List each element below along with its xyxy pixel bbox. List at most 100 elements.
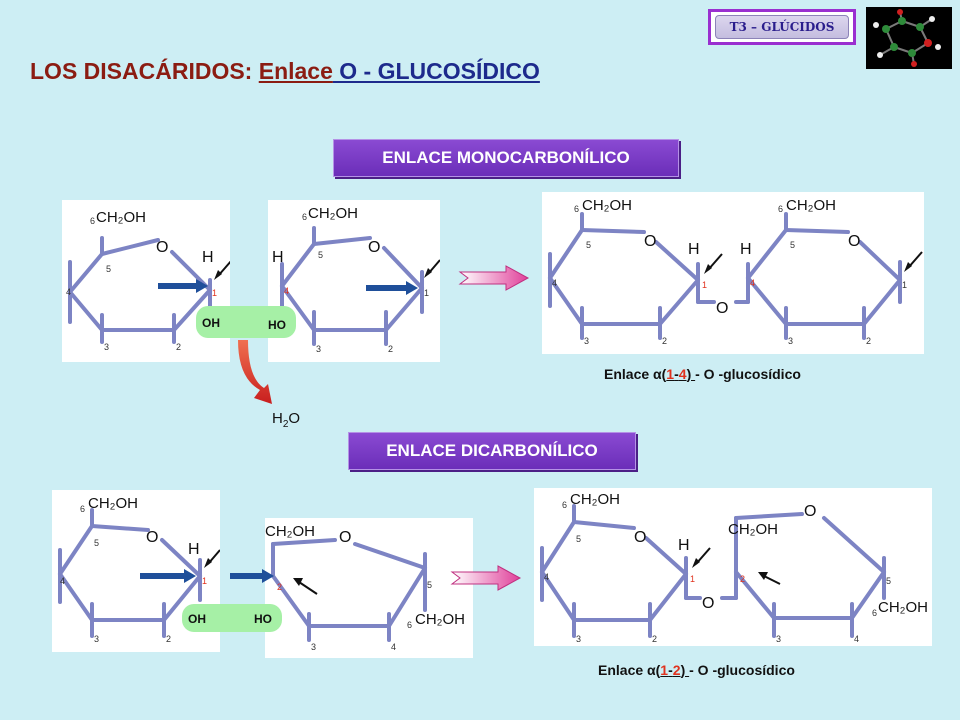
svg-text:O: O (368, 239, 380, 256)
reaction-groups-bottom: OH HO (182, 604, 282, 632)
section-monocarbonilico: ENLACE MONOCARBONÍLICO (333, 139, 679, 177)
molecule-logo-icon (873, 9, 941, 67)
svg-text:6: 6 (80, 504, 85, 514)
water-label: H2O (272, 410, 301, 430)
disaccharide-product-top: CH₂OH 6 O H 5 4 3 2 1 O H 4 CH₂OH 6 O 5 … (542, 192, 924, 354)
svg-text:5: 5 (427, 580, 432, 590)
topic-badge: T3 – GLÚCIDOS (708, 9, 856, 45)
svg-text:2: 2 (740, 574, 745, 584)
svg-text:4: 4 (60, 576, 65, 586)
title-part2: O - GLUCOSÍDICO (332, 58, 540, 84)
svg-text:O: O (156, 239, 168, 256)
svg-text:2: 2 (662, 336, 667, 346)
svg-text:3: 3 (584, 336, 589, 346)
svg-text:5: 5 (318, 250, 323, 260)
svg-text:H: H (678, 537, 690, 554)
disaccharide-product-bottom: CH₂OH 6 O H 5 4 3 2 1 O CH₂OH O 2 5 3 4 … (534, 488, 932, 646)
svg-text:4: 4 (544, 572, 549, 582)
hydroxyl-label-oh: OH (202, 316, 220, 330)
svg-text:2: 2 (166, 634, 171, 644)
hydroxyl-label-ho: HO (268, 318, 286, 332)
reaction-arrow-icon (458, 265, 530, 291)
svg-text:5: 5 (94, 538, 99, 548)
svg-text:CH₂OH: CH₂OH (786, 197, 836, 214)
svg-text:2: 2 (277, 582, 282, 592)
section-dicarbonilico-label: ENLACE DICARBONÍLICO (386, 441, 598, 460)
blue-arrow-icon (230, 569, 274, 583)
svg-text:H: H (272, 249, 284, 266)
section-dicarbonilico: ENLACE DICARBONÍLICO (348, 432, 636, 470)
svg-text:1: 1 (702, 280, 707, 290)
svg-text:6: 6 (872, 608, 877, 618)
svg-text:1: 1 (202, 576, 207, 586)
svg-text:CH₂OH: CH₂OH (570, 491, 620, 508)
title-part1: Enlace (258, 58, 333, 84)
molecule-logo (866, 7, 952, 69)
svg-text:5: 5 (586, 240, 591, 250)
svg-text:1: 1 (902, 280, 907, 290)
svg-text:4: 4 (66, 287, 71, 297)
svg-text:CH₂OH: CH₂OH (88, 495, 138, 512)
bond-arrow-fructose (228, 568, 276, 584)
svg-text:3: 3 (576, 634, 581, 644)
hydroxyl-label-ho-bottom: HO (254, 612, 272, 626)
svg-text:CH₂OH: CH₂OH (308, 205, 358, 222)
svg-text:O: O (634, 529, 646, 546)
svg-text:O: O (644, 233, 656, 250)
svg-text:2: 2 (176, 342, 181, 352)
svg-text:6: 6 (90, 216, 95, 226)
svg-text:6: 6 (302, 212, 307, 222)
title-prefix: LOS DISACÁRIDOS: (30, 58, 259, 84)
reaction-groups-top: OH HO (196, 306, 296, 338)
svg-text:2: 2 (652, 634, 657, 644)
glucose-2-structure: CH₂OH 6 O H 5 4 3 2 1 (272, 205, 441, 354)
svg-text:4: 4 (391, 642, 396, 652)
curved-arrow-icon (238, 340, 272, 404)
svg-text:6: 6 (574, 204, 579, 214)
reaction-arrow-icon (450, 565, 522, 591)
fructose-structure: CH₂OH O 2 5 3 4 6 CH₂OH (265, 523, 465, 652)
svg-text:CH₂OH: CH₂OH (415, 611, 465, 628)
svg-text:O: O (702, 595, 714, 612)
svg-text:H: H (688, 241, 700, 258)
svg-text:O: O (716, 300, 728, 317)
glucose-molecule-2: CH₂OH 6 O H 5 4 3 2 1 (268, 200, 441, 362)
water-release-arrow (234, 338, 274, 414)
fructose-molecule: CH₂OH O 2 5 3 4 6 CH₂OH (265, 518, 473, 658)
svg-text:O: O (848, 233, 860, 250)
svg-text:CH₂OH: CH₂OH (728, 521, 778, 538)
svg-text:6: 6 (562, 500, 567, 510)
reaction-arrow-bottom (450, 564, 522, 592)
svg-text:5: 5 (576, 534, 581, 544)
svg-text:O: O (339, 529, 351, 546)
caption-bond-1-2: Enlace α(1-2) - O -glucosídico (598, 662, 795, 678)
svg-text:H: H (740, 241, 752, 258)
section-monocarbonilico-label: ENLACE MONOCARBONÍLICO (382, 148, 630, 167)
hydroxyl-label-oh-bottom: OH (188, 612, 206, 626)
svg-text:O: O (804, 503, 816, 520)
svg-text:4: 4 (552, 278, 557, 288)
svg-text:4: 4 (750, 278, 755, 288)
topic-badge-label: T3 – GLÚCIDOS (715, 15, 849, 39)
svg-text:CH₂OH: CH₂OH (878, 599, 928, 616)
svg-text:5: 5 (106, 264, 111, 274)
page-title: LOS DISACÁRIDOS: Enlace O - GLUCOSÍDICO (30, 56, 540, 86)
svg-text:4: 4 (284, 286, 289, 296)
disaccharide-1-2-structure: CH₂OH 6 O H 5 4 3 2 1 O CH₂OH O 2 5 3 4 … (540, 491, 928, 644)
glucose-3-structure: CH₂OH 6 O H 5 4 3 2 1 (58, 495, 221, 644)
svg-text:4: 4 (854, 634, 859, 644)
svg-text:2: 2 (388, 344, 393, 354)
svg-text:3: 3 (776, 634, 781, 644)
svg-text:3: 3 (788, 336, 793, 346)
svg-text:1: 1 (690, 574, 695, 584)
svg-text:H: H (202, 249, 214, 266)
caption-bond-1-4: Enlace α(1-4) - O -glucosídico (604, 366, 801, 382)
svg-text:CH₂OH: CH₂OH (265, 523, 315, 540)
svg-text:O: O (146, 529, 158, 546)
svg-text:3: 3 (104, 342, 109, 352)
c6-group-label: CH₂OH (96, 209, 146, 226)
svg-text:3: 3 (94, 634, 99, 644)
svg-text:3: 3 (316, 344, 321, 354)
svg-text:5: 5 (886, 576, 891, 586)
svg-text:H: H (188, 541, 200, 558)
